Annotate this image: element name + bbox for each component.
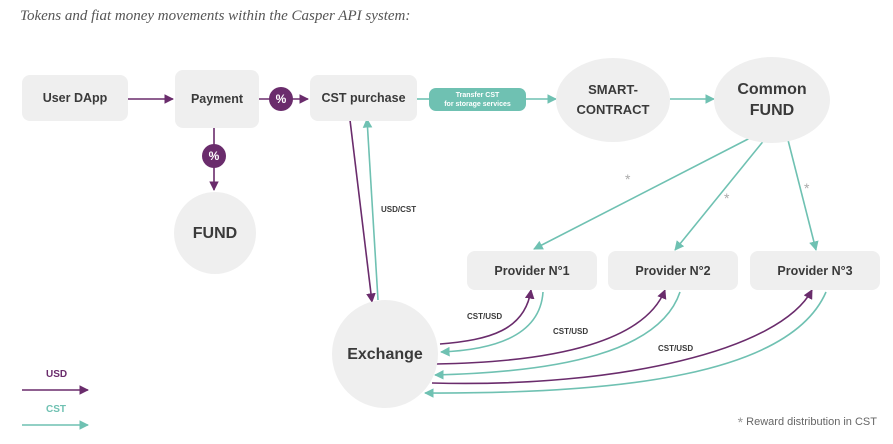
common-fund-line1: Common [737, 81, 807, 98]
footnote-text: Reward distribution in CST [746, 416, 877, 428]
edge-fund-to-provider2 [674, 138, 766, 251]
node-provider-2: Provider N°2 [608, 251, 738, 290]
label-usd-cst: USD/CST [381, 205, 417, 214]
label-cst-usd-2: CST/USD [553, 327, 589, 336]
reward-star-2: * [724, 190, 730, 206]
node-cst-purchase: CST purchase [310, 75, 417, 121]
common-fund-line2: FUND [749, 102, 795, 119]
edge-fund-to-provider1 [533, 136, 753, 250]
node-provider-3: Provider N°3 [750, 251, 880, 290]
reward-star-1: * [625, 171, 631, 187]
footnote-star: * [737, 414, 744, 430]
smart-contract-line2: CONTRACT [576, 102, 650, 117]
percent-badge-vertical: % [202, 144, 226, 168]
edge-provider2-to-exchange [434, 291, 681, 380]
label-cst-usd-1: CST/USD [467, 312, 503, 321]
transfer-cst-pill: Transfer CST for storage services [429, 88, 526, 111]
edge-exchange-to-provider1 [439, 289, 535, 345]
edge-provider3-to-exchange [424, 291, 827, 398]
legend-cst-label: CST [46, 404, 66, 415]
transfer-pill-line1: Transfer CST [455, 91, 500, 99]
node-user-dapp: User DApp [22, 75, 128, 121]
footnote: * Reward distribution in CST [738, 414, 877, 430]
node-common-fund: Common FUND [714, 57, 830, 143]
node-provider-1: Provider N°1 [467, 251, 597, 290]
smart-contract-line1: SMART- [588, 82, 638, 97]
legend-usd-label: USD [46, 369, 68, 380]
percent-badge-horizontal: % [269, 87, 293, 111]
reward-star-3: * [804, 180, 810, 196]
label-cst-usd-3: CST/USD [658, 344, 694, 353]
node-payment: Payment [175, 70, 259, 128]
transfer-pill-line2: for storage services [444, 100, 511, 108]
edge-exchange-to-provider3 [431, 289, 813, 385]
edge-fund-to-provider3 [787, 139, 819, 251]
edge-exchange-to-cst [362, 118, 379, 301]
edge-cst-to-exchange [349, 119, 376, 303]
edge-provider1-to-exchange [440, 291, 544, 357]
node-smart-contract: SMART- CONTRACT [556, 58, 670, 142]
node-fund: FUND [174, 192, 256, 274]
edge-exchange-to-provider2 [435, 289, 667, 365]
diagram-title: Tokens and fiat money movements within t… [20, 8, 411, 24]
node-exchange: Exchange [332, 300, 438, 408]
